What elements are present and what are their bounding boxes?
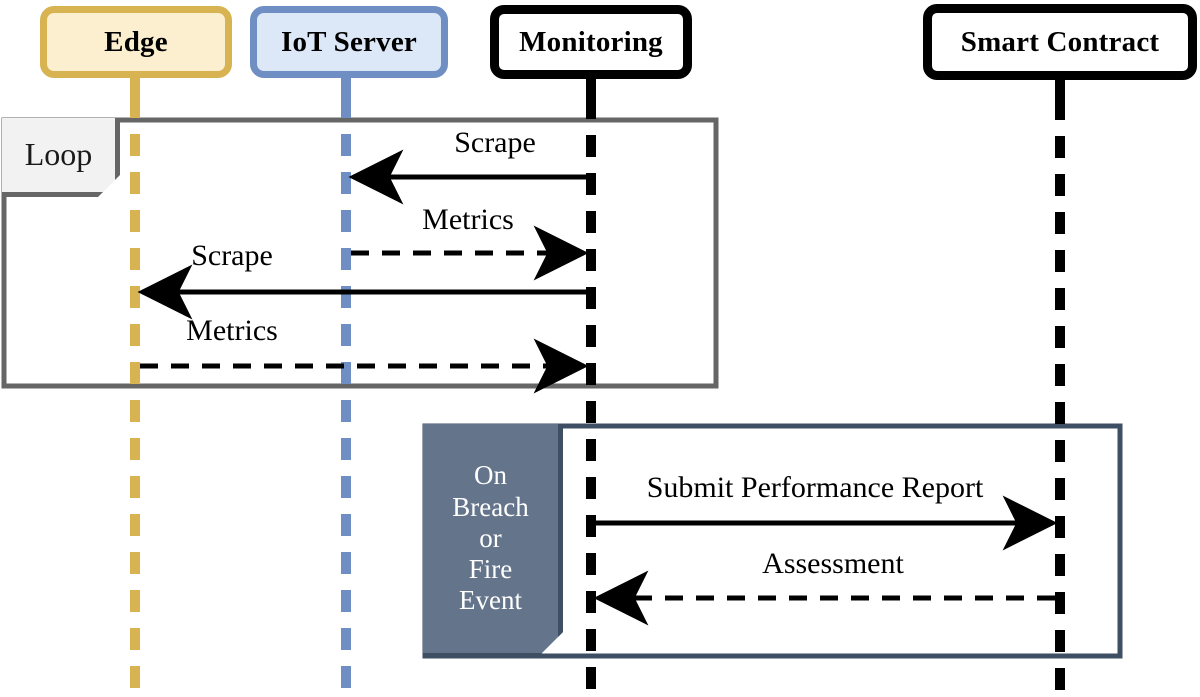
frame-label-line: Fire <box>468 554 513 585</box>
message-label-scrape-2: Scrape <box>191 239 273 272</box>
actor-label-iot-server: IoT Server <box>281 25 417 58</box>
message-label-assessment: Assessment <box>762 547 904 580</box>
actor-label-edge: Edge <box>104 25 168 58</box>
message-label-submit-performance-report: Submit Performance Report <box>646 471 984 504</box>
frame-label-loop-frame: Loop <box>2 118 120 197</box>
lifelines-group <box>130 76 1065 697</box>
arrows-group <box>137 149 1058 626</box>
actor-box-iot-server[interactable]: IoT Server <box>250 6 448 78</box>
frame-loop-frame <box>1 117 719 389</box>
message-label-scrape-1: Scrape <box>454 126 536 159</box>
message-label-metrics-1: Metrics <box>422 203 514 236</box>
message-label-metrics-2: Metrics <box>186 314 278 347</box>
frame-label-line: Event <box>459 585 522 616</box>
actor-label-smart-contract: Smart Contract <box>960 25 1160 58</box>
frame-label-line: or <box>479 522 502 553</box>
actor-box-edge[interactable]: Edge <box>40 6 232 78</box>
frame-label-line: Breach <box>452 491 529 522</box>
actor-box-monitoring[interactable]: Monitoring <box>490 5 692 79</box>
frame-label-text-loop-frame: Loop <box>24 136 93 173</box>
frame-label-line: On <box>474 460 507 491</box>
actor-box-smart-contract[interactable]: Smart Contract <box>923 4 1197 80</box>
actor-label-monitoring: Monitoring <box>519 25 663 58</box>
